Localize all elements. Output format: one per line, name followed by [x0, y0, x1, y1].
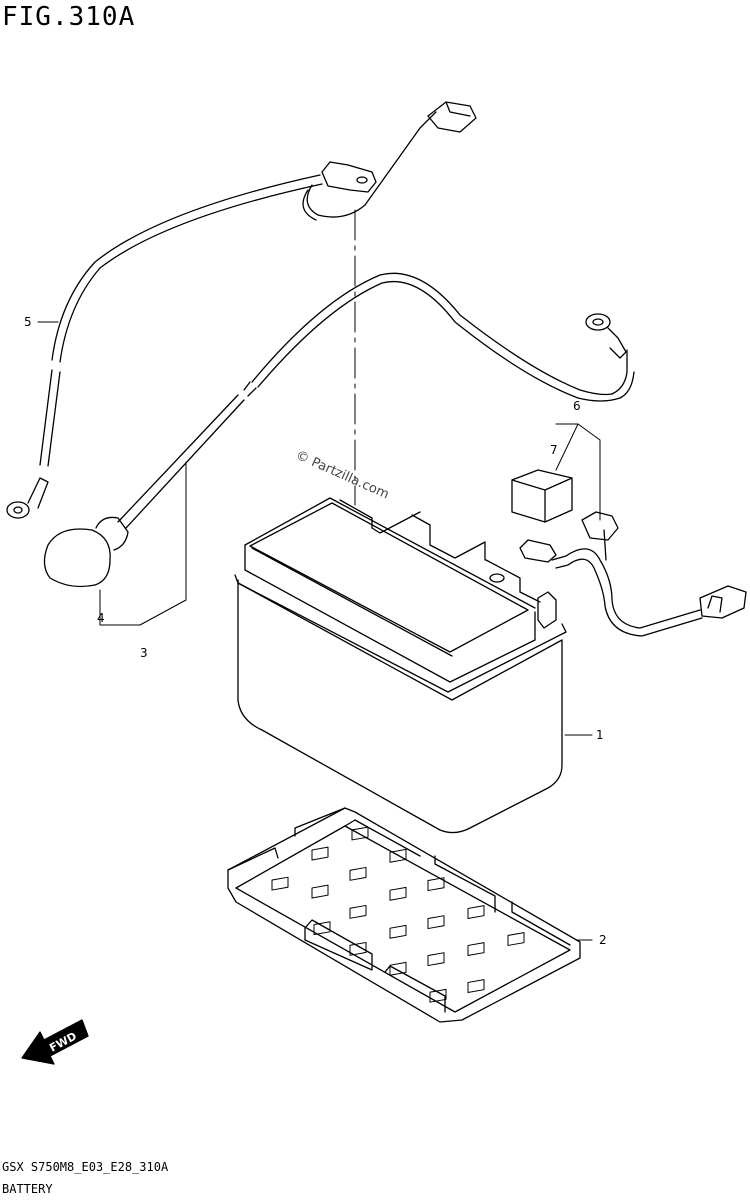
callout-5: 5 — [24, 315, 32, 329]
fwd-arrow-icon: FWD — [21, 1019, 89, 1065]
figure-code: GSX S750M8_E03_E28_310A — [2, 1160, 169, 1174]
watermark: © Partzilla.com — [293, 448, 391, 503]
callout-7: 7 — [550, 443, 558, 457]
battery-tray[interactable] — [227, 807, 581, 1023]
callout-3: 3 — [140, 646, 148, 660]
figure-title: FIG.310A — [2, 2, 136, 32]
callout-1: 1 — [596, 728, 604, 742]
callout-2: 2 — [599, 933, 607, 947]
relay-harness[interactable] — [519, 511, 747, 637]
callout-4: 4 — [97, 611, 105, 625]
positive-cable[interactable] — [117, 272, 635, 529]
figure-caption: BATTERY — [2, 1182, 53, 1196]
negative-cable[interactable] — [6, 101, 477, 519]
battery[interactable] — [234, 497, 567, 834]
starter-relay[interactable] — [511, 469, 573, 523]
callout-6: 6 — [573, 399, 581, 413]
terminal-cap[interactable] — [43, 516, 129, 588]
leader-lines — [37, 209, 601, 941]
